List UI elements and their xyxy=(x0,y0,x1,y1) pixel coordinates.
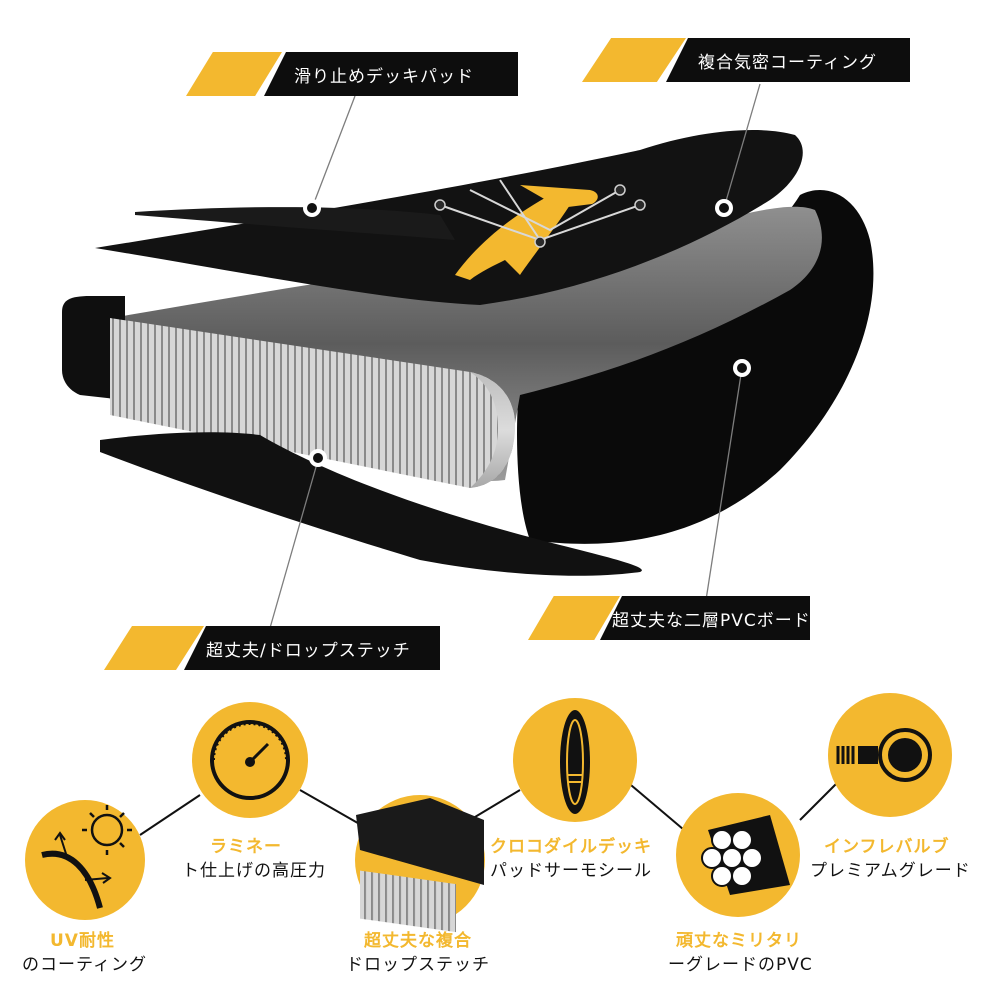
board-layers-illustration xyxy=(62,83,874,629)
feature-laminate-subtitle: ト仕上げの高圧力 xyxy=(182,861,326,881)
valve-icon xyxy=(828,693,952,817)
feature-deck-subtitle: パッドサーモシール xyxy=(490,861,652,881)
core-end-cap xyxy=(470,372,515,488)
callout-coating-label: 複合気密コーティング xyxy=(698,52,877,73)
drop-stitch-icon xyxy=(355,795,485,933)
callout-leaders xyxy=(269,83,761,629)
cord-anchors xyxy=(434,184,646,248)
feature-laminate-title: ラミネー xyxy=(210,837,282,857)
callout-dots xyxy=(303,199,751,467)
deck-logo xyxy=(455,189,572,280)
callout-coating: 複合気密コーティング xyxy=(582,38,910,82)
feature-valve-subtitle: プレミアムグレード xyxy=(810,861,971,881)
pressure-gauge-icon xyxy=(192,702,308,818)
feature-stitch-subtitle: ドロップステッチ xyxy=(346,955,490,975)
drop-stitch-core xyxy=(110,318,515,488)
deck-logo-wing xyxy=(520,185,598,208)
callout-deck-pad-label: 滑り止めデッキパッド xyxy=(294,66,474,87)
bottom-pvc-layer xyxy=(100,432,642,576)
feature-stitch-title: 超丈夫な複合 xyxy=(364,931,472,951)
feature-pvc-title: 頑丈なミリタリ xyxy=(676,931,802,951)
feature-uv-title: UV耐性 xyxy=(50,931,115,951)
top-deck-board xyxy=(95,130,803,305)
pvc-tubes-icon xyxy=(676,793,800,917)
feature-pvc-subtitle: ーグレードのPVC xyxy=(668,955,813,975)
callout-deck-pad: 滑り止めデッキパッド xyxy=(186,52,518,96)
callout-drop-stitch-label: 超丈夫/ドロップステッチ xyxy=(206,640,411,661)
sun-uv-icon xyxy=(25,800,145,920)
board-top-icon xyxy=(513,698,637,822)
feature-uv-subtitle: のコーティング xyxy=(22,955,147,975)
feature-valve-title: インフレバルブ xyxy=(824,837,950,857)
callout-pvc-board: 超丈夫な二層PVCボード xyxy=(528,596,810,640)
callout-drop-stitch: 超丈夫/ドロップステッチ xyxy=(104,626,440,670)
deck-pad-sheet xyxy=(135,207,455,240)
feature-deck-title: クロコダイルデッキ xyxy=(490,837,652,857)
feature-icons-row xyxy=(25,693,952,933)
left-pvc-frame xyxy=(62,296,125,400)
callout-pvc-board-label: 超丈夫な二層PVCボード xyxy=(612,610,811,631)
